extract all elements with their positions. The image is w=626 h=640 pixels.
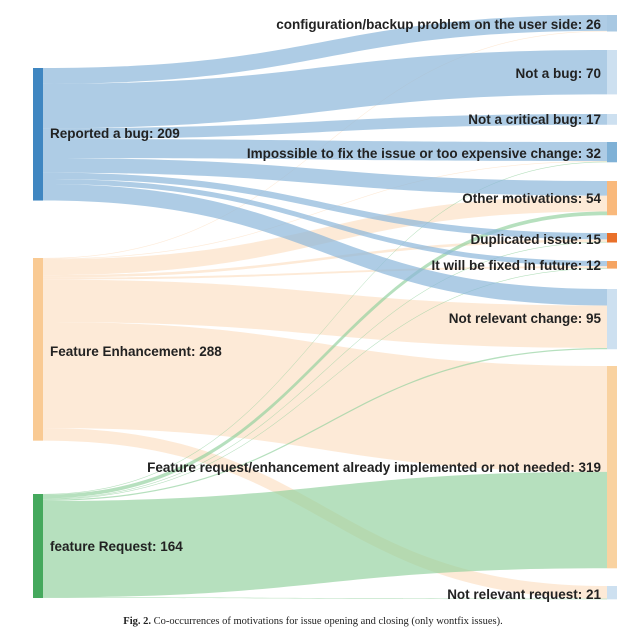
link-req-to-nrc xyxy=(43,347,607,501)
source-node-enh xyxy=(33,258,43,441)
link-enh-to-dup xyxy=(43,239,607,278)
target-label-nrr: Not relevant request: 21 xyxy=(447,587,601,602)
caption-figure-label: Fig. 2. xyxy=(123,616,152,627)
source-label-req: feature Request: 164 xyxy=(50,539,183,554)
target-label-fut: It will be fixed in future: 12 xyxy=(431,258,601,273)
link-req-to-nrr xyxy=(43,597,607,600)
target-node-cfg xyxy=(607,15,617,32)
nodes-layer xyxy=(33,15,617,600)
target-label-dup: Duplicated issue: 15 xyxy=(470,232,601,247)
target-node-nab xyxy=(607,50,617,95)
target-label-nrc: Not relevant change: 95 xyxy=(449,311,602,326)
link-req-to-oth xyxy=(43,211,607,499)
target-label-fre: Feature request/enhancement already impl… xyxy=(147,460,601,475)
link-bug-to-nrc xyxy=(43,184,607,306)
caption-text: Co-occurrences of motivations for issue … xyxy=(153,616,503,627)
source-label-bug: Reported a bug: 209 xyxy=(50,126,180,141)
link-bug-to-nab xyxy=(43,50,607,129)
link-enh-to-nrc xyxy=(43,279,607,348)
link-bug-to-fut xyxy=(43,178,607,267)
link-bug-to-cfg xyxy=(43,15,607,84)
link-enh-to-fre xyxy=(43,322,607,472)
target-label-cfg: configuration/backup problem on the user… xyxy=(276,17,601,32)
target-node-fre xyxy=(607,366,617,569)
target-node-imp xyxy=(607,142,617,163)
target-node-dup xyxy=(607,233,617,243)
link-req-to-fut xyxy=(43,267,607,500)
link-bug-to-ncb xyxy=(43,114,607,140)
target-node-fut xyxy=(607,261,617,269)
target-node-nrr xyxy=(607,586,617,600)
link-req-to-dup xyxy=(43,241,607,500)
source-label-enh: Feature Enhancement: 288 xyxy=(50,344,222,359)
target-label-imp: Impossible to fix the issue or too expen… xyxy=(247,146,601,161)
target-node-ncb xyxy=(607,114,617,125)
figure-caption: Fig. 2. Co-occurrences of motivations fo… xyxy=(0,616,626,627)
link-req-to-fre xyxy=(43,471,607,598)
link-req-to-imp xyxy=(43,161,607,495)
link-bug-to-oth xyxy=(43,158,607,196)
target-label-oth: Other motivations: 54 xyxy=(462,191,601,206)
link-enh-to-oth xyxy=(43,195,607,276)
link-enh-to-imp xyxy=(43,161,607,260)
link-enh-to-fut xyxy=(43,266,607,280)
source-node-bug xyxy=(33,68,43,201)
target-label-nab: Not a bug: 70 xyxy=(515,66,601,81)
target-node-oth xyxy=(607,181,617,216)
source-node-req xyxy=(33,494,43,599)
target-node-nrc xyxy=(607,289,617,350)
target-label-ncb: Not a critical bug: 17 xyxy=(468,112,601,127)
link-bug-to-imp xyxy=(43,139,607,162)
links-layer xyxy=(43,15,607,600)
link-bug-to-dup xyxy=(43,172,607,240)
